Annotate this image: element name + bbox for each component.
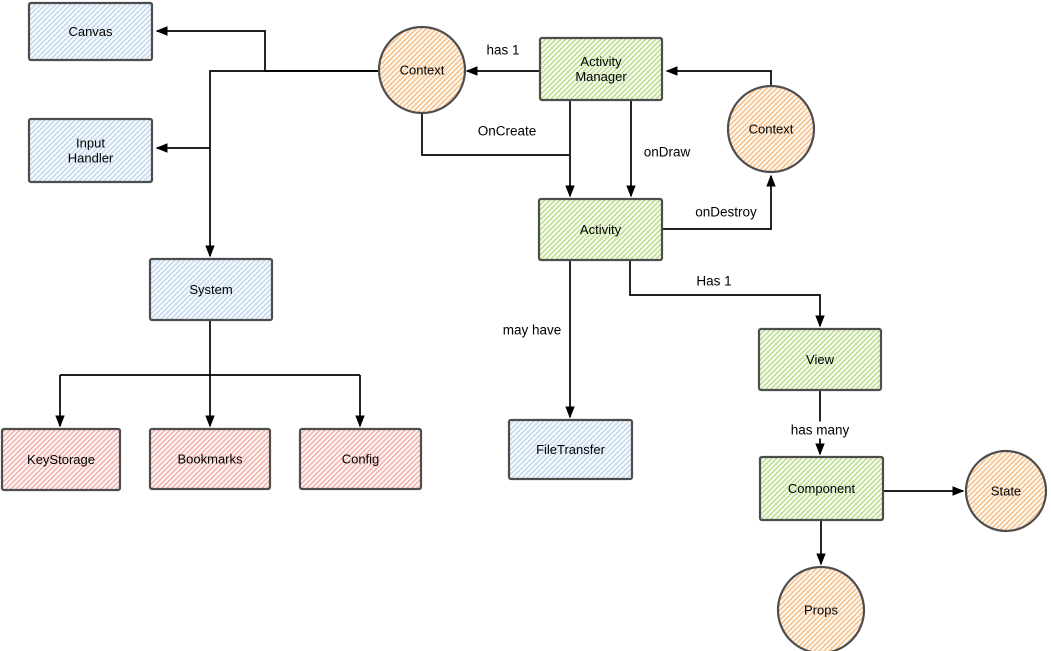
edge-label-4: may have xyxy=(499,321,565,339)
node-label-view: View xyxy=(806,352,835,367)
node-bookmarks[interactable]: Bookmarks xyxy=(148,427,272,491)
node-label-component: Component xyxy=(788,481,856,496)
svg-text:Has 1: Has 1 xyxy=(696,274,731,289)
edge-label-6: has many xyxy=(787,421,853,439)
svg-text:OnCreate: OnCreate xyxy=(478,124,537,139)
node-props[interactable]: Props xyxy=(776,565,866,651)
edge-label-0: has 1 xyxy=(483,41,523,59)
node-label-state: State xyxy=(991,484,1021,499)
node-context-left[interactable]: Context xyxy=(377,25,467,115)
svg-text:onDestroy: onDestroy xyxy=(695,205,757,220)
node-context-right[interactable]: Context xyxy=(726,84,816,174)
node-keystorage[interactable]: KeyStorage xyxy=(0,427,122,492)
node-config[interactable]: Config xyxy=(298,427,423,491)
edge-context-to-canvas xyxy=(155,26,379,72)
edge-context-to-activity-oncreate xyxy=(421,113,569,156)
node-canvas[interactable]: Canvas xyxy=(27,1,154,62)
node-label-filetransfer: FileTransfer xyxy=(536,442,606,457)
svg-text:may have: may have xyxy=(503,323,562,338)
node-component[interactable]: Component xyxy=(758,455,885,522)
edge-activity-to-context2-ondestroy xyxy=(662,174,776,230)
node-label-config: Config xyxy=(342,452,380,467)
edge-context2-to-activitymanager xyxy=(665,66,772,86)
edge-label-5: Has 1 xyxy=(693,272,735,290)
edge-label-1: OnCreate xyxy=(474,122,540,140)
edge-activity-to-view xyxy=(629,260,825,328)
svg-text:onDraw: onDraw xyxy=(644,145,691,160)
node-state[interactable]: State xyxy=(964,449,1048,533)
node-system[interactable]: System xyxy=(148,257,274,322)
node-activity[interactable]: Activity xyxy=(537,197,664,262)
node-label-props: Props xyxy=(804,603,838,618)
node-label-canvas: Canvas xyxy=(68,24,113,39)
svg-text:has many: has many xyxy=(791,423,850,438)
node-label-system: System xyxy=(189,282,232,297)
svg-text:has 1: has 1 xyxy=(486,43,519,58)
node-label-context-right: Context xyxy=(749,122,794,137)
node-view[interactable]: View xyxy=(757,327,883,392)
node-label-bookmarks: Bookmarks xyxy=(177,452,243,467)
node-filetransfer[interactable]: FileTransfer xyxy=(507,418,634,481)
node-label-context-left: Context xyxy=(400,63,445,78)
edge-context-to-system xyxy=(205,70,379,258)
edge-label-3: onDestroy xyxy=(692,203,761,221)
node-label-activity: Activity xyxy=(580,222,622,237)
edge-label-2: onDraw xyxy=(640,143,694,161)
node-label-keystorage: KeyStorage xyxy=(27,452,95,467)
